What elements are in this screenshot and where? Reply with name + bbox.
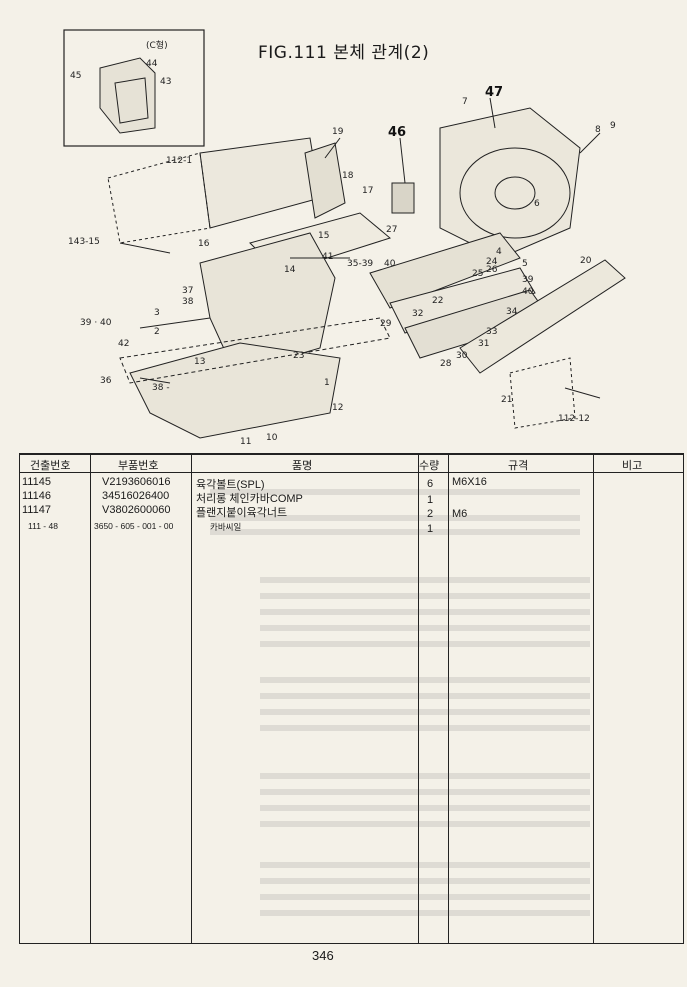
bleed-through-lines bbox=[210, 489, 590, 916]
header-note: 비고 bbox=[622, 459, 643, 472]
callout-36: 36 bbox=[100, 376, 112, 386]
callout-39-right: 39 bbox=[522, 275, 534, 285]
callout-38-lower: 38 - bbox=[152, 383, 170, 393]
callout-37: 37 bbox=[182, 286, 193, 296]
row-4-name: 카바씨일 bbox=[210, 522, 242, 532]
callout-20: 20 bbox=[580, 256, 592, 266]
table-top-border bbox=[19, 453, 684, 455]
table-col-line-4 bbox=[448, 453, 449, 943]
callout-40-right: 40 bbox=[522, 287, 534, 297]
callout-6: 6 bbox=[534, 199, 540, 209]
row-1-spec: M6X16 bbox=[452, 476, 487, 488]
row-3-name: 플랜지붙이육각너트 bbox=[196, 507, 288, 519]
table-col-line-6 bbox=[683, 453, 684, 943]
callout-9: 9 bbox=[610, 121, 616, 131]
callout-18: 18 bbox=[342, 171, 354, 181]
callout-38: 38 bbox=[182, 297, 194, 307]
callout-10: 10 bbox=[266, 433, 278, 443]
callout-15: 15 bbox=[318, 231, 329, 241]
callout-11: 11 bbox=[240, 437, 251, 447]
table-bottom-border bbox=[19, 943, 684, 944]
row-3-spec: M6 bbox=[452, 508, 468, 520]
row-2-qty: 1 bbox=[427, 494, 434, 506]
callout-27: 27 bbox=[386, 225, 397, 235]
callout-143-15: 143-15 bbox=[68, 237, 100, 247]
row-3-part-no: V3802600060 bbox=[102, 504, 171, 516]
callout-34: 34 bbox=[506, 307, 518, 317]
callout-24: 24 bbox=[486, 257, 498, 267]
table-col-line-5 bbox=[593, 453, 594, 943]
callout-26: 26 bbox=[486, 265, 498, 275]
table-col-line-3 bbox=[418, 453, 419, 943]
callout-4: 4 bbox=[496, 247, 502, 257]
callout-23: 23 bbox=[293, 351, 304, 361]
callout-40: 40 bbox=[384, 259, 396, 269]
callout-41: 41 bbox=[322, 252, 333, 262]
callout-19: 19 bbox=[332, 127, 344, 137]
row-1-name: 육각볼트(SPL) bbox=[196, 479, 265, 491]
row-2-part-no: 34516026400 bbox=[102, 490, 170, 502]
row-2-name: 처리롱 체인카바COMP bbox=[196, 493, 303, 505]
callout-25: 25 bbox=[472, 269, 483, 279]
callout-1: 1 bbox=[324, 378, 330, 388]
callout-3: 3 bbox=[154, 308, 160, 318]
page-number: 346 bbox=[312, 948, 334, 963]
callout-112-12: 112-12 bbox=[558, 414, 590, 424]
callout-22: 22 bbox=[432, 296, 443, 306]
callout-8: 8 bbox=[595, 125, 601, 135]
row-3-ref: 11147 bbox=[22, 504, 51, 516]
callout-47: 47 bbox=[485, 85, 503, 100]
table-header-border bbox=[19, 472, 684, 473]
callout-14: 14 bbox=[284, 265, 296, 275]
callout-31: 31 bbox=[478, 339, 489, 349]
callout-43: 43 bbox=[160, 77, 171, 87]
callout-46: 46 bbox=[388, 125, 406, 140]
callout-112-1: 112-1 bbox=[166, 156, 192, 166]
callout-7: 7 bbox=[462, 97, 468, 107]
callout-30: 30 bbox=[456, 351, 468, 361]
header-qty: 수량 bbox=[419, 459, 440, 472]
row-4-ref: 111 - 48 bbox=[28, 521, 58, 531]
callout-2: 2 bbox=[154, 327, 160, 337]
callout-32: 32 bbox=[412, 309, 423, 319]
header-ref-no: 건출번호 bbox=[30, 459, 71, 472]
table-col-line-2 bbox=[191, 453, 192, 943]
header-spec: 규격 bbox=[508, 459, 529, 472]
callout-inset-label: (C형) bbox=[146, 40, 168, 51]
callout-16: 16 bbox=[198, 239, 210, 249]
callout-45: 45 bbox=[70, 71, 81, 81]
row-4-qty: 1 bbox=[427, 523, 433, 535]
callout-17: 17 bbox=[362, 186, 373, 196]
row-1-ref: 11145 bbox=[22, 476, 51, 488]
row-3-qty: 2 bbox=[427, 508, 434, 520]
figure-title: FIG.111 본체 관계(2) bbox=[258, 43, 430, 63]
exploded-parts-diagram: (C형) 44 45 43 112-1 19 18 17 46 47 7 8 9… bbox=[63, 29, 626, 447]
table-col-line-0 bbox=[19, 453, 20, 943]
callout-42: 42 bbox=[118, 339, 129, 349]
row-4-part-no: 3650 - 605 - 001 - 00 bbox=[94, 521, 174, 531]
callout-12: 12 bbox=[332, 403, 343, 413]
row-2-ref: 11146 bbox=[22, 490, 51, 502]
callout-13: 13 bbox=[194, 357, 205, 367]
callout-39-40-left: 39 · 40 bbox=[80, 318, 112, 328]
header-part-no: 부품번호 bbox=[118, 459, 159, 472]
row-1-part-no: V2193606016 bbox=[102, 476, 171, 488]
callout-44: 44 bbox=[146, 59, 158, 69]
callout-33: 33 bbox=[486, 327, 497, 337]
header-name: 품명 bbox=[292, 459, 313, 472]
table-col-line-1 bbox=[90, 453, 91, 943]
callout-28: 28 bbox=[440, 359, 452, 369]
callout-35-39: 35-39 bbox=[347, 259, 373, 269]
callout-29: 29 bbox=[380, 319, 392, 329]
row-1-qty: 6 bbox=[427, 478, 434, 490]
callout-21-upper: 21 bbox=[501, 395, 512, 405]
callout-5: 5 bbox=[522, 259, 528, 269]
